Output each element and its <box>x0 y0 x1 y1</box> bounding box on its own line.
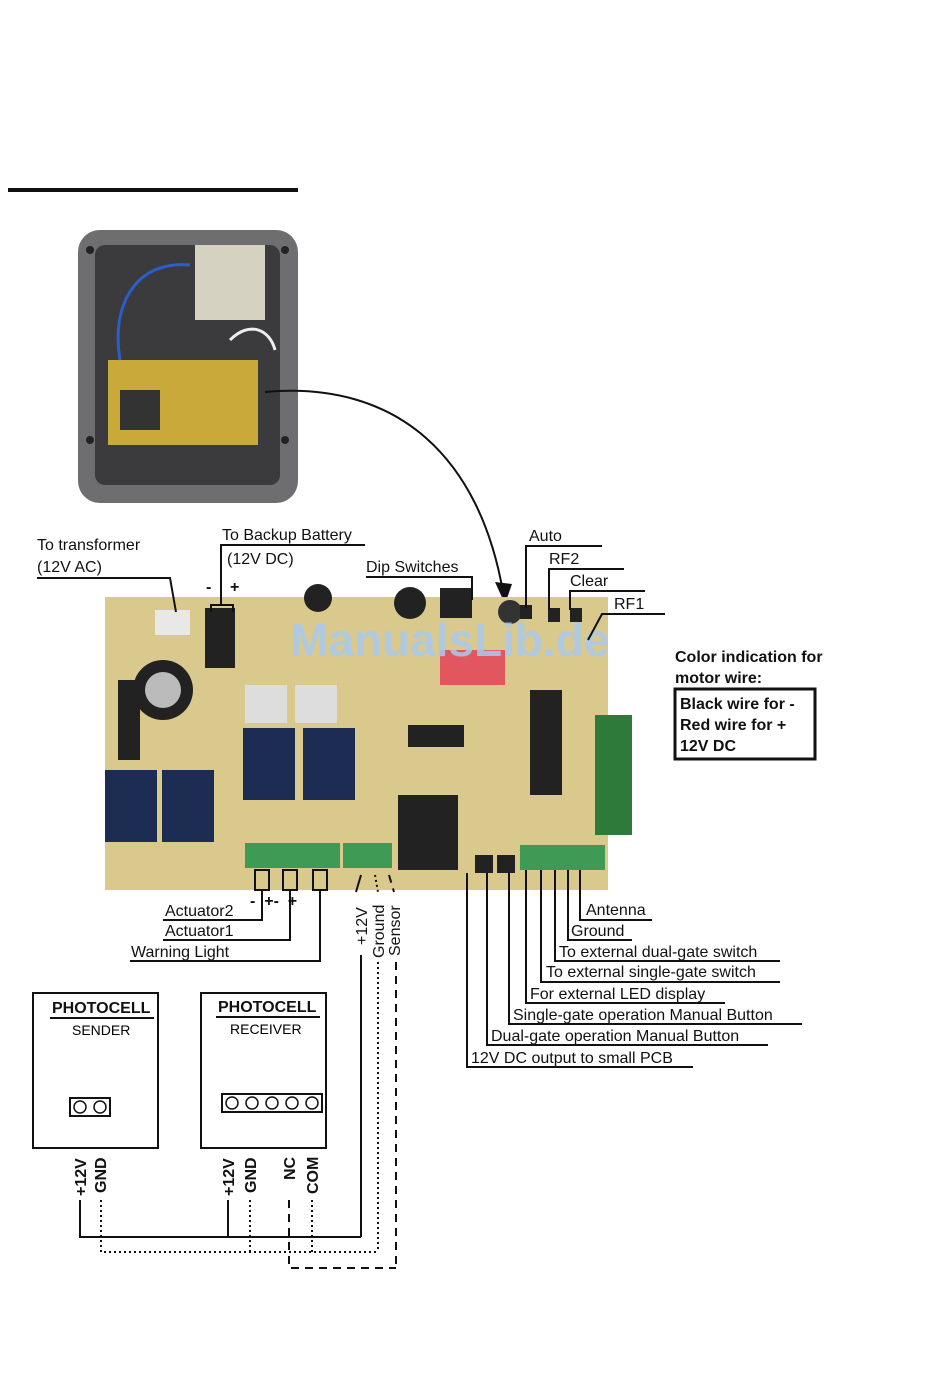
label-transformer-voltage: (12V AC) <box>37 559 102 576</box>
label-rf2: RF2 <box>549 551 579 568</box>
color-box-subtitle: motor wire: <box>675 670 762 687</box>
leader-actuator2 <box>163 890 263 921</box>
color-box <box>673 687 817 761</box>
label-ground: Ground <box>571 923 624 940</box>
label-battery-plus: + <box>230 579 239 596</box>
leader-clear <box>569 590 645 610</box>
right-labels: Antenna Ground To external dual-gate swi… <box>466 870 802 1068</box>
sender-pin-gnd: GND <box>93 1157 110 1193</box>
watermark-logo: ManualsLib.de <box>290 614 609 666</box>
label-dual-gate-button: Dual-gate operation Manual Button <box>491 1028 739 1045</box>
leader-transformer <box>37 577 177 613</box>
pointer-arrow <box>264 389 504 593</box>
leader-rf1 <box>587 613 665 641</box>
label-dual-gate-switch: To external dual-gate switch <box>559 944 757 961</box>
receiver-pin-nc: NC <box>282 1156 299 1180</box>
sender-title: PHOTOCELL <box>52 1000 151 1017</box>
label-battery-voltage: (12V DC) <box>227 551 294 568</box>
leader-actuator1 <box>163 890 291 941</box>
label-single-gate-switch: To external single-gate switch <box>546 964 756 981</box>
color-box-title: Color indication for <box>675 649 823 666</box>
label-rf1: RF1 <box>614 596 644 613</box>
label-antenna: Antenna <box>586 902 646 919</box>
leader-warning-light <box>130 890 321 962</box>
receiver-pin-12v: +12V <box>221 1158 238 1196</box>
receiver-title: PHOTOCELL <box>218 999 317 1016</box>
battery-bracket <box>210 604 234 612</box>
label-led-display: For external LED display <box>530 986 705 1003</box>
receiver-pin-com: COM <box>305 1157 322 1194</box>
label-single-gate-button: Single-gate operation Manual Button <box>513 1007 773 1024</box>
color-voltage: 12V DC <box>680 738 736 755</box>
photocell-receiver: PHOTOCELL RECEIVER +12V GND NC COM <box>200 992 327 1196</box>
color-black: Black wire for - <box>680 696 795 713</box>
enclosure-photo <box>78 230 298 503</box>
leader-battery <box>220 544 365 605</box>
receiver-pin-gnd: GND <box>243 1157 260 1193</box>
terminal-block-motor <box>245 843 340 868</box>
label-dip-switches: Dip Switches <box>366 559 458 576</box>
terminal-block-control <box>520 845 605 870</box>
terminal-block-sensor <box>343 843 392 868</box>
sender-pin-12v: +12V <box>73 1158 90 1196</box>
label-battery-minus: - <box>206 579 211 596</box>
label-clear: Clear <box>570 573 609 590</box>
leader-dip <box>366 576 473 600</box>
label-actuator2: Actuator2 <box>165 903 234 920</box>
label-transformer: To transformer <box>37 537 141 554</box>
label-sensor-12v: +12V <box>354 907 371 945</box>
receiver-subtitle: RECEIVER <box>230 1021 302 1037</box>
label-actuator1: Actuator1 <box>165 923 234 940</box>
photocell-sender: PHOTOCELL SENDER +12V GND <box>32 992 159 1196</box>
leader-auto <box>525 545 602 608</box>
label-warning-light: Warning Light <box>131 944 230 961</box>
label-auto: Auto <box>529 528 562 545</box>
leader-rf2 <box>548 568 624 610</box>
color-red: Red wire for + <box>680 717 786 734</box>
label-sensor: Sensor <box>387 905 404 956</box>
arrow-head-icon <box>495 582 512 604</box>
label-sensor-ground: Ground <box>371 905 388 958</box>
pcb-photo <box>105 584 632 890</box>
photocell-wiring <box>79 1200 396 1269</box>
sender-subtitle: SENDER <box>72 1022 130 1038</box>
label-12v-output: 12V DC output to small PCB <box>471 1050 673 1067</box>
label-battery: To Backup Battery <box>222 527 352 544</box>
